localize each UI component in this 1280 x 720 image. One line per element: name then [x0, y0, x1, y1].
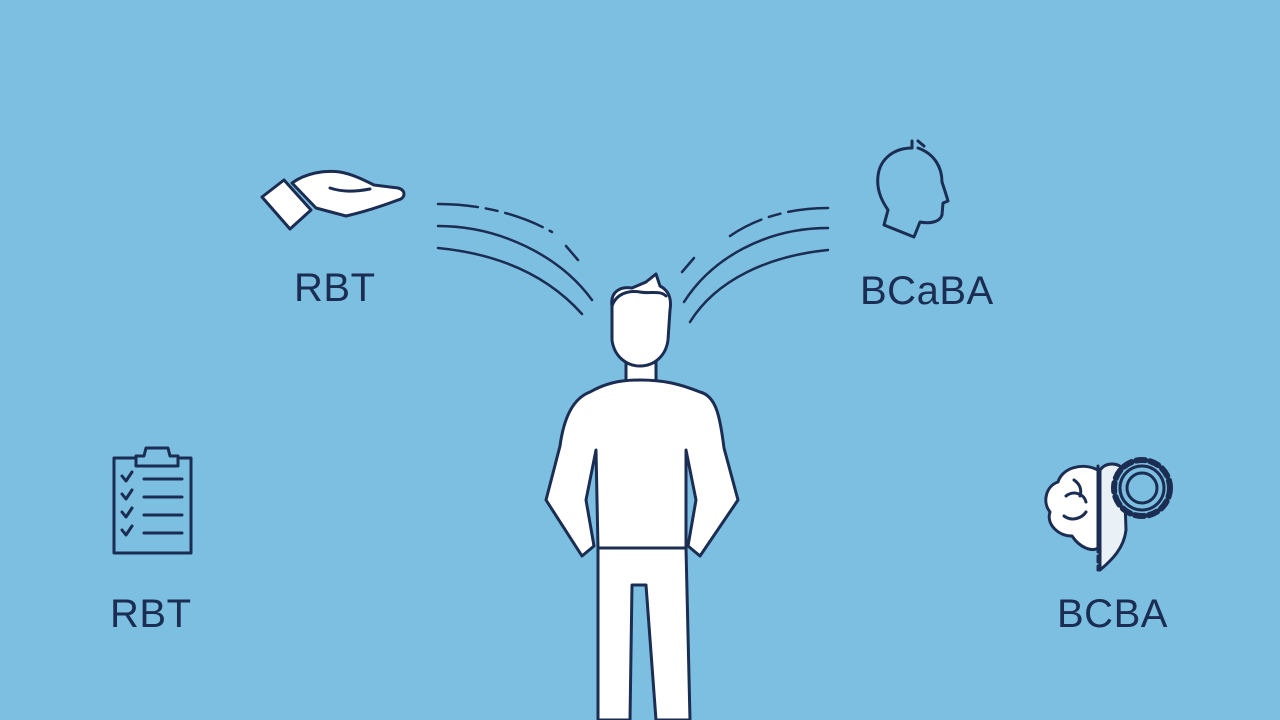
bcaba-label: BCaBA	[860, 269, 994, 313]
clipboard-checklist-icon	[112, 446, 193, 555]
bcba-label: BCBA	[1057, 592, 1168, 636]
open-hand-icon	[260, 169, 406, 231]
motion-lines-left	[436, 202, 594, 316]
rbt-label-top: RBT	[294, 266, 376, 310]
rbt-label-bottom: RBT	[110, 592, 192, 636]
brain-gear-icon	[1044, 457, 1173, 572]
motion-lines-right	[680, 206, 830, 324]
standing-person-figure	[544, 272, 740, 720]
head-profile-icon	[876, 139, 950, 239]
